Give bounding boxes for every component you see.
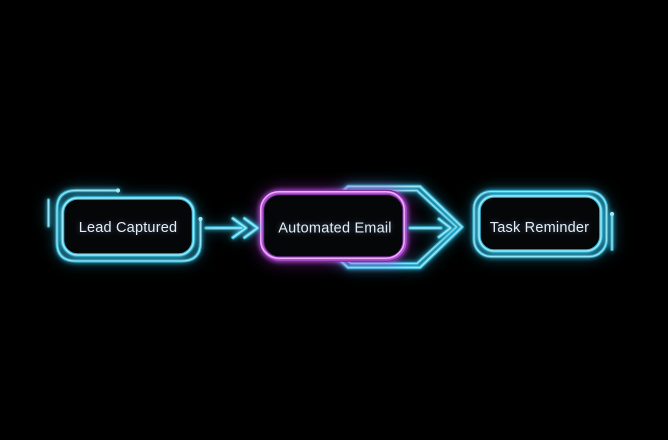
node-label: Automated Email — [278, 221, 391, 237]
node-body — [62, 198, 194, 255]
echo-end-dot — [198, 216, 203, 222]
node-task-reminder[interactable]: Task Reminder — [472, 189, 615, 259]
node-body — [261, 192, 405, 259]
node-echo-outline-core — [473, 190, 608, 258]
chevron-icon — [232, 217, 247, 239]
node-outline-core — [61, 197, 195, 256]
connector-arrow-2 — [408, 217, 453, 239]
node-echo-outline-core — [56, 189, 202, 262]
node-outline-core — [259, 190, 405, 259]
connector-arrow-1 — [204, 216, 260, 240]
chevron-icon — [243, 217, 259, 239]
arrow-banner-outline-core — [303, 185, 463, 269]
node-body — [479, 196, 601, 251]
node-label: Task Reminder — [490, 220, 589, 236]
echo-end-dot — [609, 211, 615, 217]
node-lead-captured[interactable]: Lead Captured — [46, 188, 203, 263]
node-outline-core — [478, 195, 602, 252]
arrowhead-icon — [438, 218, 452, 238]
node-label: Lead Captured — [79, 220, 178, 236]
node-outline-mid — [259, 190, 407, 261]
echo-end-dot — [115, 188, 121, 193]
node-automated-email[interactable]: Automated Email — [258, 189, 408, 262]
